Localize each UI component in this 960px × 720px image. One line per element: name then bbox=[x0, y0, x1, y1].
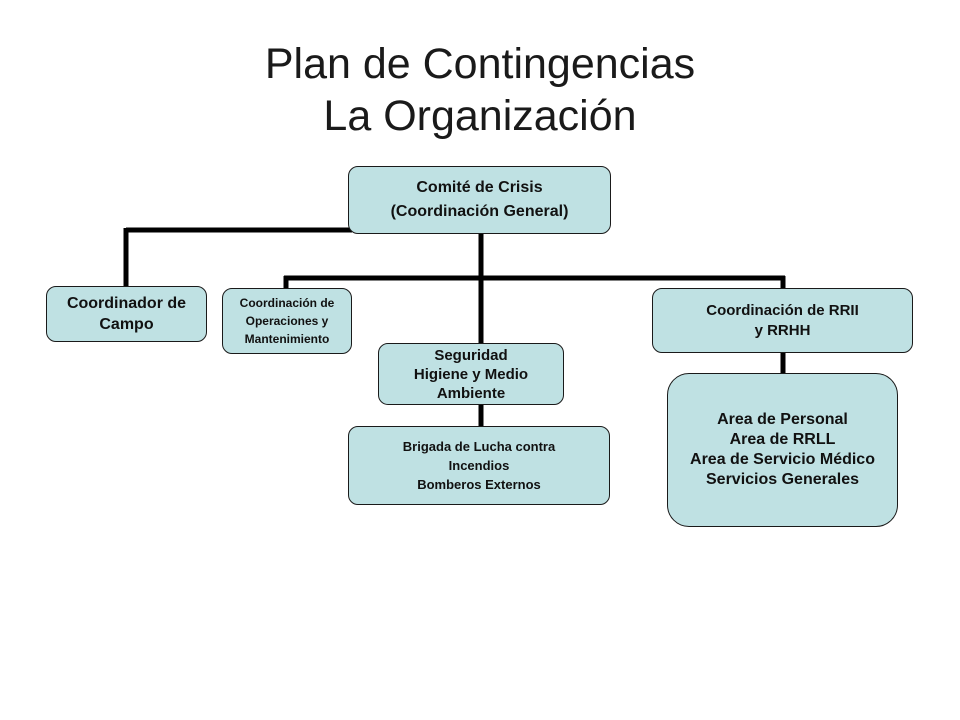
node-areas-line-1: Area de Personal bbox=[717, 411, 848, 428]
node-rrii-line-2: y RRHH bbox=[754, 321, 811, 339]
node-areas-line-4: Servicios Generales bbox=[706, 471, 859, 488]
node-brigada-line-2: Incendios bbox=[448, 458, 510, 473]
node-comite-line-2: (Coordinación General) bbox=[390, 203, 569, 220]
node-areas-rrhh: Area de Personal Area de RRLL Area de Se… bbox=[667, 373, 898, 527]
node-seguridad-higiene: Seguridad Higiene y Medio Ambiente bbox=[378, 343, 564, 405]
node-operaciones-line-1: Coordinación de bbox=[239, 296, 335, 310]
node-seguridad-line-3: Ambiente bbox=[436, 384, 506, 402]
node-seguridad-line-2: Higiene y Medio bbox=[413, 365, 529, 383]
node-operaciones-line-3: Mantenimiento bbox=[244, 332, 330, 346]
node-areas-line-3: Area de Servicio Médico bbox=[690, 451, 875, 468]
title-line-2: La Organización bbox=[323, 92, 637, 140]
node-operaciones-line-2: Operaciones y bbox=[245, 314, 329, 328]
node-comite-line-1: Comité de Crisis bbox=[416, 179, 543, 196]
node-seguridad-line-1: Seguridad bbox=[434, 346, 508, 364]
node-rrii-line-1: Coordinación de RRII bbox=[706, 301, 859, 319]
node-comite-de-crisis: Comité de Crisis (Coordinación General) bbox=[348, 166, 611, 234]
slide-title: Plan de Contingencias La Organización bbox=[0, 38, 960, 142]
title-line-1: Plan de Contingencias bbox=[264, 40, 696, 88]
node-coordinacion-rrii-rrhh: Coordinación de RRII y RRHH bbox=[652, 288, 913, 353]
node-coordinador-campo: Coordinador de Campo bbox=[46, 286, 207, 342]
node-campo-line-1: Coordinador de bbox=[66, 295, 187, 312]
node-coordinacion-operaciones: Coordinación de Operaciones y Mantenimie… bbox=[222, 288, 352, 354]
node-brigada-line-3: Bomberos Externos bbox=[417, 477, 541, 492]
node-areas-line-2: Area de RRLL bbox=[729, 431, 836, 448]
node-campo-line-2: Campo bbox=[99, 316, 154, 333]
node-brigada-line-1: Brigada de Lucha contra bbox=[402, 439, 556, 454]
node-brigada-incendios: Brigada de Lucha contra Incendios Bomber… bbox=[348, 426, 610, 505]
